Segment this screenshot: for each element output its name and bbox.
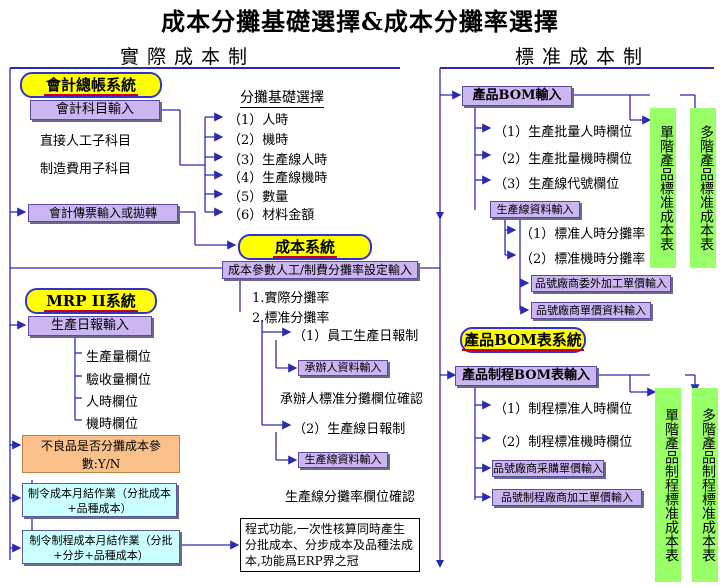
- cost-system-node[interactable]: 成本系統: [238, 234, 372, 260]
- man-hour-field: 人時欄位: [86, 395, 139, 410]
- employee-daily-report: （1）員工生產日報制: [293, 329, 419, 344]
- daily-report-input-node[interactable]: 生產日報輸入: [28, 316, 152, 336]
- overhead-subaccount: 制造費用子科目: [40, 162, 132, 177]
- outsource-price-input-node[interactable]: 品號廠商委外加工單價輸入: [531, 275, 671, 292]
- acceptance-qty-field: 驗收量欄位: [86, 373, 152, 388]
- std-rate-item: （1）標准人時分攤率: [520, 227, 646, 242]
- standard-rate-option: 2.標准分攤率: [252, 311, 330, 326]
- bom-field: （3）生產線代號欄位: [494, 177, 620, 192]
- program-feature-note: 程式功能,一次性核算同時產生分批成本、分步成本及品種法成本,功能爲ERP界之冠: [240, 518, 420, 572]
- routing-vendor-price-input-node[interactable]: 品號制程廠商加工單價輸入: [492, 489, 642, 506]
- mrp-system-label: MRP II系統: [44, 292, 138, 312]
- vendor-price-input-node[interactable]: 品號廠商單價資料輸入: [531, 302, 651, 319]
- allocation-basis-item: （5）數量: [228, 190, 289, 205]
- monthly-close-batch-node[interactable]: 制令成本月結作業（分批成本+品種成本）: [22, 483, 177, 517]
- line-rate-confirm: 生產線分攤率欄位確認: [285, 490, 416, 505]
- bom-field: （2）生產批量機時欄位: [494, 152, 633, 167]
- machine-hour-field: 機時欄位: [86, 417, 139, 432]
- routing-field: （2）制程標准機時欄位: [494, 435, 633, 450]
- multi-level-std-cost-table[interactable]: 多階產品標准成本表: [690, 108, 716, 268]
- accounting-system-label: 會計總帳系統: [43, 76, 138, 96]
- cost-system-label: 成本系統: [272, 238, 337, 258]
- single-level-routing-std-cost-table[interactable]: 單階產品制程標准成本表: [655, 388, 681, 582]
- std-rate-item: （2）標准機時分攤率: [520, 252, 646, 267]
- allocation-basis-heading: 分攤基礎選擇: [240, 87, 324, 108]
- bom-field: （1）生產批量人時欄位: [494, 125, 633, 140]
- purchase-price-input-node[interactable]: 品號廠商采購單價輸入: [492, 460, 604, 477]
- bom-line-data-input-node[interactable]: 生產線資料輸入: [490, 201, 580, 218]
- page-title: 成本分攤基礎選擇&成本分攤率選擇: [161, 7, 559, 36]
- contractor-input-node[interactable]: 承辦人資料輸入: [298, 360, 388, 376]
- defect-allocation-param[interactable]: 不良品是否分攤成本參數:Y/N: [22, 435, 180, 473]
- allocation-basis-item: （2）機時: [228, 133, 289, 148]
- allocation-basis-item: （4）生產線機時: [228, 171, 328, 186]
- section-standard-cost: 標准成本制: [515, 46, 651, 68]
- line-data-input-node[interactable]: 生產線資料輸入: [298, 452, 388, 468]
- routing-bom-input-node[interactable]: 產品制程BOM表輸入: [455, 366, 597, 386]
- direct-labor-subaccount: 直接人工子科目: [40, 134, 132, 149]
- accounting-system-node[interactable]: 會計總帳系統: [20, 72, 162, 98]
- mrp-system-node[interactable]: MRP II系統: [25, 288, 157, 314]
- accounting-subject-input-node[interactable]: 會計科目輸入: [30, 100, 160, 120]
- routing-field: （1）制程標准人時欄位: [494, 402, 633, 417]
- actual-rate-option: 1.實際分攤率: [252, 291, 330, 306]
- multi-level-routing-std-cost-table[interactable]: 多階產品制程標准成本表: [692, 388, 718, 582]
- contractor-confirm: 承辦人標准分攤欄位確認: [280, 392, 424, 407]
- single-level-std-cost-table[interactable]: 單階產品標准成本表: [650, 108, 676, 268]
- line-daily-report: （2）生產線日報制: [293, 422, 406, 437]
- allocation-basis-item: （6）材料金額: [228, 208, 315, 223]
- bom-table-system-label: 產品BOM表系統: [462, 331, 584, 351]
- bom-input-node[interactable]: 產品BOM輸入: [462, 86, 572, 106]
- cost-param-input-node[interactable]: 成本參數人工/制費分攤率設定輸入: [222, 261, 418, 279]
- allocation-basis-item: （3）生產線人時: [228, 153, 328, 168]
- section-actual-cost: 實際成本制: [120, 46, 256, 68]
- production-qty-field: 生產量欄位: [86, 350, 152, 365]
- bom-table-system-node[interactable]: 產品BOM表系統: [460, 327, 586, 353]
- allocation-basis-item: （1）人時: [228, 113, 289, 128]
- monthly-close-process-node[interactable]: 制令制程成本月結作業（分批+分步+品種成本）: [22, 530, 180, 564]
- voucher-input-node[interactable]: 會計傳票輸入或拋轉: [28, 204, 178, 222]
